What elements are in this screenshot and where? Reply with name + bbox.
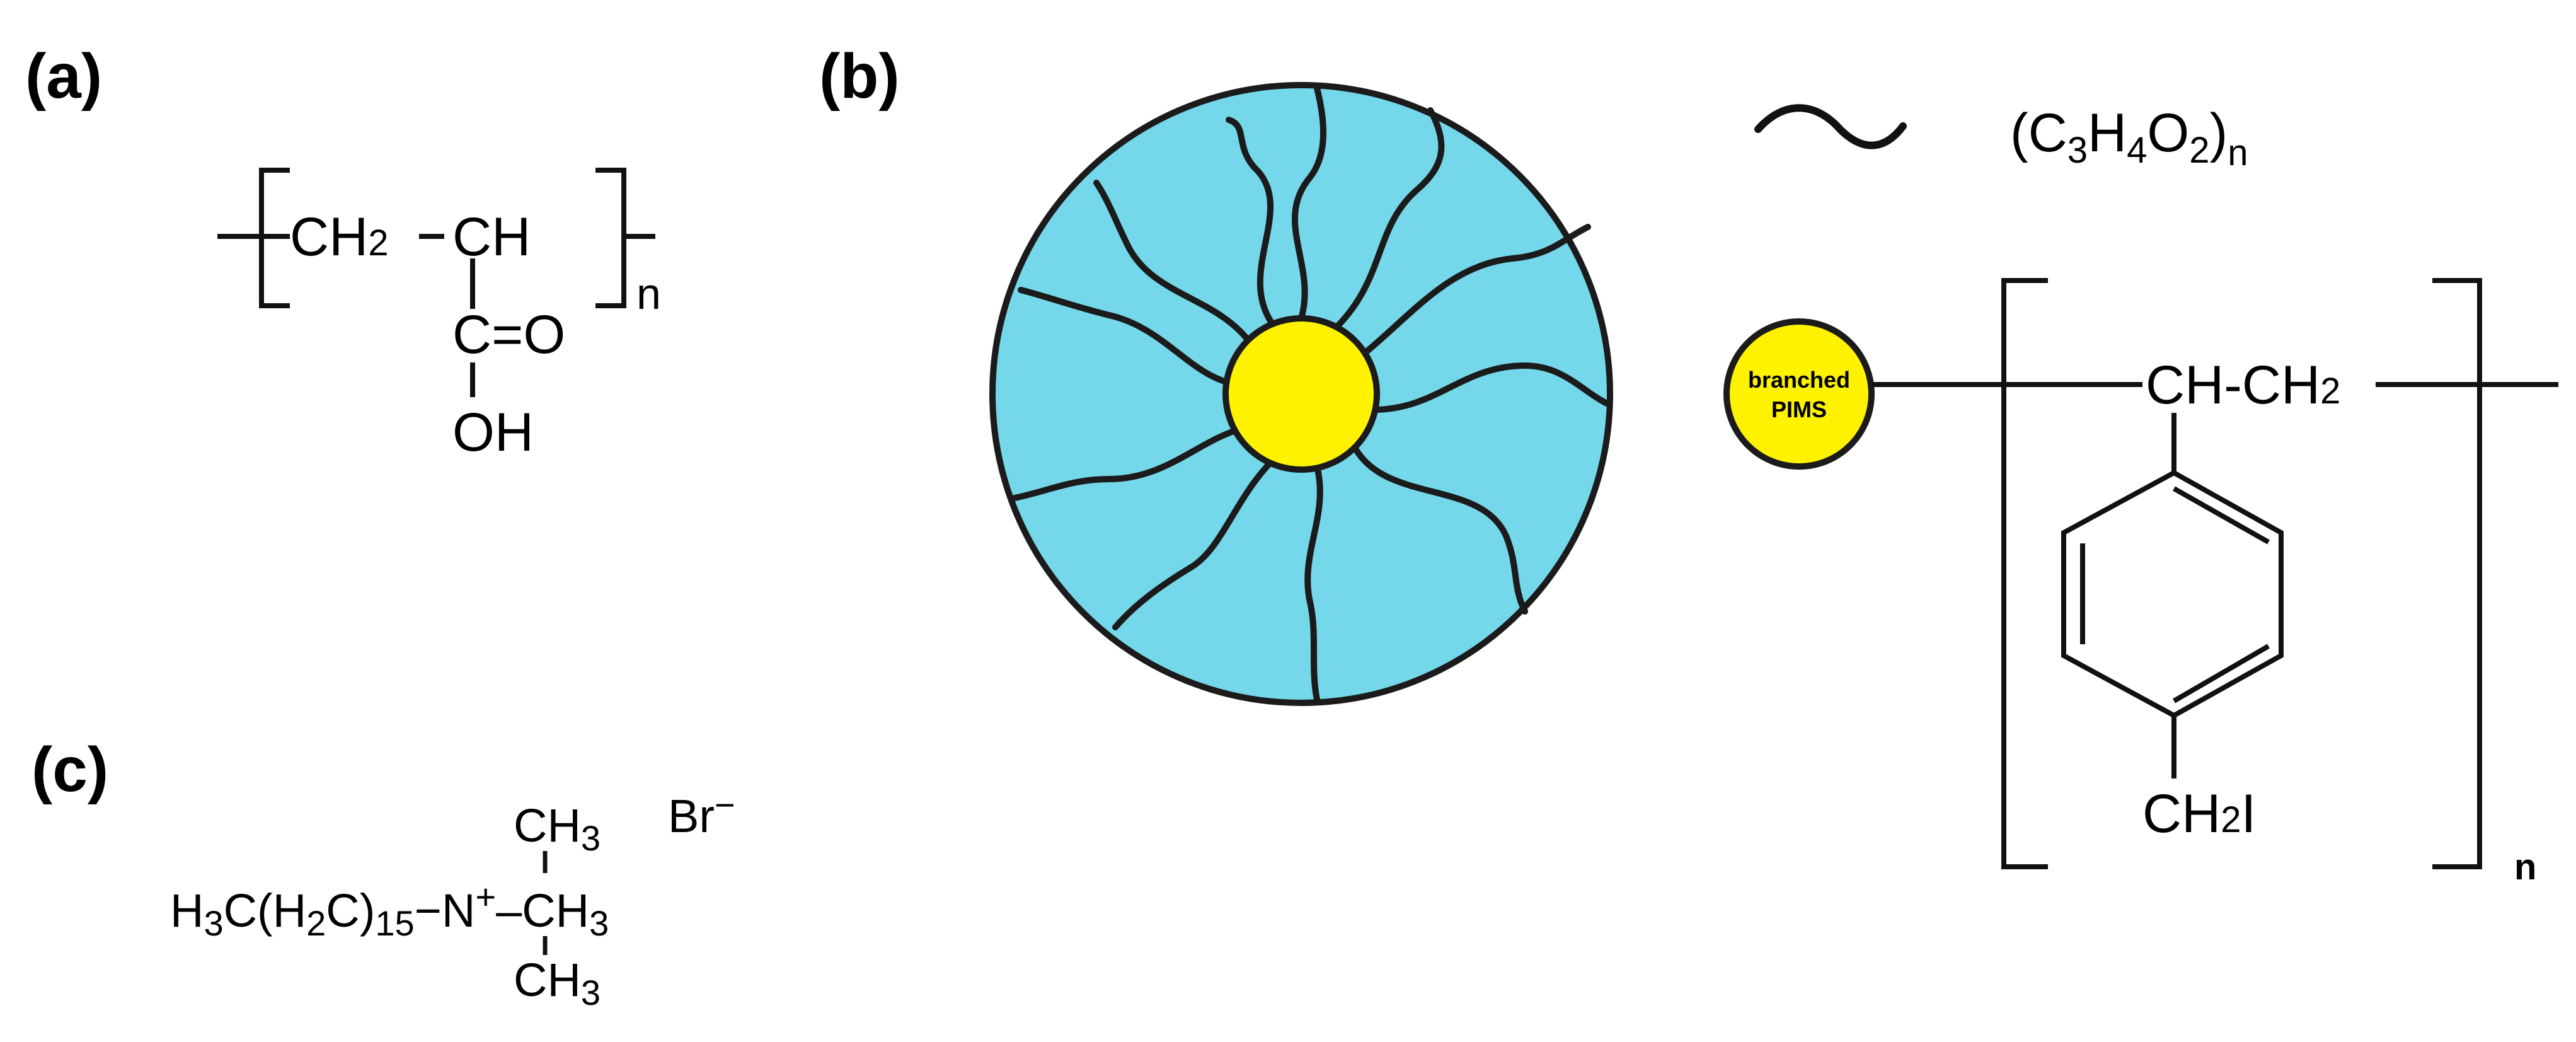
ctab-counterion: Br− xyxy=(668,785,735,842)
tail-h-sub: 3 xyxy=(204,903,223,943)
ring-double-3 xyxy=(2172,644,2270,703)
tail-bond: − xyxy=(415,884,442,937)
formula-h: H xyxy=(2088,103,2127,163)
arm-6 xyxy=(1352,444,1528,615)
panel-a-hydroxyl: OH xyxy=(452,402,534,463)
arm-8 xyxy=(1112,457,1276,630)
panel-a-ch: CH xyxy=(452,207,531,267)
panel-label-c: (c) xyxy=(32,734,108,805)
formula-o: O xyxy=(2147,103,2189,163)
bracket-right xyxy=(2432,278,2482,869)
ch2-text: CH xyxy=(290,207,368,267)
repeat-unit-formula: (C3H4O2)n xyxy=(2010,103,2248,173)
top-methyl-text: CH xyxy=(514,799,581,852)
ctab-main-line: H3C(H2C)15−N+–CH3 xyxy=(170,877,609,943)
ctab-bottom-methyl: CH3 xyxy=(514,954,601,1012)
branched-pims-core xyxy=(1723,318,1875,470)
polymer-arms xyxy=(1011,85,1610,703)
star-polymer-sphere xyxy=(989,82,1613,706)
arm-1 xyxy=(1226,117,1276,328)
panel-a-ch2: CH2 xyxy=(290,207,388,267)
panel-a-subscript-n: n xyxy=(636,269,661,318)
bracket-left xyxy=(2001,278,2048,869)
bracket-right xyxy=(595,168,626,308)
arm-4 xyxy=(1358,224,1591,359)
panel-label-b: (b) xyxy=(819,41,900,112)
formula-o-sub: 2 xyxy=(2189,130,2209,171)
formula-close: ) xyxy=(2210,103,2228,163)
counterion-charge: − xyxy=(715,785,735,825)
core-label-line1: branched xyxy=(1748,367,1850,393)
arm-5 xyxy=(1371,362,1610,413)
formula-open: (C xyxy=(2010,103,2067,163)
ring-double-1 xyxy=(2173,486,2270,545)
bottom-methyl-sub: 3 xyxy=(581,973,601,1012)
pendant-end: I xyxy=(2241,784,2256,844)
arm-2 xyxy=(1292,85,1326,321)
bottom-methyl-text: CH xyxy=(514,954,581,1006)
ch2-subscript: 2 xyxy=(368,223,388,263)
tilde-symbol xyxy=(1754,104,1907,149)
arm-9 xyxy=(1011,425,1245,501)
chain-ch-ch2: CH-CH2 xyxy=(2146,355,2340,415)
pendant-text: CH xyxy=(2142,784,2221,844)
arm-3 xyxy=(1333,107,1445,331)
benzene-ring xyxy=(2061,470,2284,719)
panel-a-carbonyl: C=O xyxy=(452,304,565,365)
chain-subscript: 2 xyxy=(2320,371,2340,412)
arm-7 xyxy=(1304,463,1323,703)
polymer-core xyxy=(1222,315,1380,473)
tail-c-h: C(H xyxy=(224,884,307,937)
formula-h-sub: 4 xyxy=(2127,130,2147,171)
panel-label-a: (a) xyxy=(25,41,102,112)
tail-count: 15 xyxy=(375,903,414,943)
pendant-subscript: 2 xyxy=(2221,799,2241,840)
panel-a-structure xyxy=(217,168,655,397)
top-methyl-sub: 3 xyxy=(581,818,601,858)
tail-h: H xyxy=(170,884,204,937)
arm-11 xyxy=(1093,180,1254,347)
pims-subscript-n: n xyxy=(2514,847,2536,888)
formula-n: n xyxy=(2228,132,2248,173)
chain-text: CH-CH xyxy=(2146,355,2320,415)
pims-structure xyxy=(1872,278,2558,869)
pendant-ch2i: CH2I xyxy=(2142,784,2256,844)
nitrogen-atom: N xyxy=(442,884,475,937)
right-methyl-sub: 3 xyxy=(589,903,609,943)
tail-close: C) xyxy=(326,884,375,937)
right-methyl: –CH xyxy=(496,884,589,937)
ctab-top-methyl: CH3 xyxy=(514,799,601,858)
bracket-left xyxy=(259,168,290,308)
core-label-line2: PIMS xyxy=(1771,397,1827,422)
counterion-text: Br xyxy=(668,790,715,842)
tail-h2-sub: 2 xyxy=(306,903,326,943)
formula-c-sub: 3 xyxy=(2067,130,2088,171)
nitrogen-charge: + xyxy=(475,877,496,917)
arm-10 xyxy=(1018,287,1241,388)
